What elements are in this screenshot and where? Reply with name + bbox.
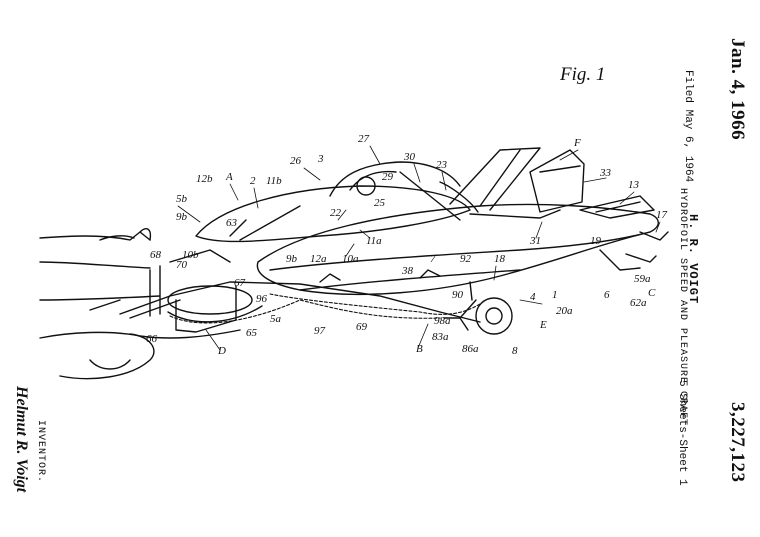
svg-text:67: 67	[234, 277, 246, 289]
svg-text:1: 1	[552, 289, 558, 301]
svg-text:26: 26	[290, 155, 302, 167]
svg-text:12a: 12a	[310, 253, 327, 265]
svg-text:11b: 11b	[266, 175, 282, 187]
svg-text:9b: 9b	[286, 253, 298, 265]
svg-text:5b: 5b	[176, 193, 188, 205]
cockpit	[329, 161, 479, 221]
hydrofoil-wheel	[443, 281, 513, 335]
svg-text:33: 33	[599, 167, 612, 179]
trailer-frame	[119, 249, 481, 333]
svg-text:19: 19	[590, 235, 602, 247]
tow-car-outline	[39, 228, 241, 380]
svg-text:E: E	[539, 319, 547, 331]
tow-chain	[169, 293, 481, 324]
svg-text:17: 17	[656, 209, 668, 221]
svg-text:10b: 10b	[182, 249, 199, 261]
svg-text:66: 66	[146, 333, 158, 345]
svg-text:C: C	[648, 287, 656, 299]
engine-hatch	[449, 147, 585, 219]
svg-text:68: 68	[150, 249, 162, 261]
svg-text:98a: 98a	[434, 315, 451, 327]
svg-text:90: 90	[452, 289, 464, 301]
svg-text:25: 25	[374, 197, 386, 209]
rear-fin	[579, 195, 669, 271]
svg-text:12b: 12b	[196, 173, 213, 185]
svg-text:10a: 10a	[342, 253, 359, 265]
svg-text:9b: 9b	[176, 211, 188, 223]
figure-label: Fig. 1	[560, 64, 606, 85]
svg-text:83a: 83a	[432, 331, 449, 343]
svg-text:F: F	[573, 137, 581, 149]
svg-text:A: A	[225, 171, 233, 183]
svg-text:86a: 86a	[462, 343, 479, 355]
svg-text:22: 22	[330, 207, 342, 219]
svg-text:4: 4	[530, 291, 536, 303]
svg-text:D: D	[217, 345, 226, 357]
svg-text:3: 3	[317, 153, 324, 165]
upper-pod	[195, 185, 471, 243]
svg-text:8: 8	[512, 345, 518, 357]
svg-text:7: 7	[430, 253, 436, 265]
leader-lines	[177, 145, 661, 351]
reference-numerals: 27 26 3 30 23 F 33 13 17 12b A 2 11b 29 …	[146, 133, 668, 357]
svg-text:62a: 62a	[630, 297, 647, 309]
svg-text:6: 6	[604, 289, 610, 301]
svg-text:31: 31	[529, 235, 541, 247]
main-hull	[256, 203, 659, 296]
svg-text:69: 69	[356, 321, 368, 333]
svg-text:23: 23	[436, 159, 448, 171]
svg-text:97: 97	[314, 325, 326, 337]
svg-text:5a: 5a	[270, 313, 282, 325]
svg-text:59a: 59a	[634, 273, 651, 285]
svg-text:38: 38	[401, 265, 414, 277]
svg-text:B: B	[416, 343, 423, 355]
svg-text:13: 13	[628, 179, 640, 191]
svg-text:30: 30	[403, 151, 416, 163]
svg-text:65: 65	[246, 327, 258, 339]
svg-text:96: 96	[256, 293, 268, 305]
svg-text:20a: 20a	[556, 305, 573, 317]
svg-text:92: 92	[460, 253, 472, 265]
tow-car-tailfin	[89, 235, 135, 311]
svg-text:27: 27	[358, 133, 370, 145]
svg-text:70: 70	[176, 259, 188, 271]
svg-text:2: 2	[250, 175, 256, 187]
svg-text:29: 29	[382, 171, 394, 183]
svg-text:63: 63	[226, 217, 238, 229]
svg-text:18: 18	[494, 253, 506, 265]
